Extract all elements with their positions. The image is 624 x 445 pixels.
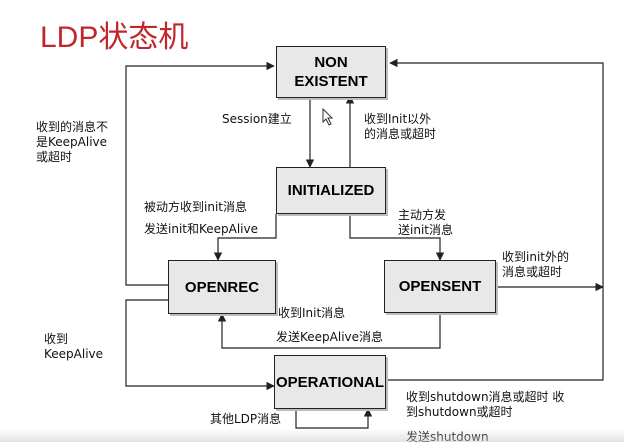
label-session-setup: Session建立 bbox=[222, 112, 292, 126]
label-other-ldp: 其他LDP消息 bbox=[210, 412, 282, 426]
state-initialized: INITIALIZED bbox=[276, 167, 386, 214]
state-operational: OPERATIONAL bbox=[274, 355, 386, 409]
label-recv-non-keepalive: 收到的消息不 是KeepAlive 或超时 bbox=[36, 120, 108, 165]
edge-init-to-opensent bbox=[349, 214, 445, 261]
label-recv-keepalive: 收到 KeepAlive bbox=[44, 332, 103, 362]
edge-openrec-to-nonexistent bbox=[125, 61, 275, 286]
label-shutdown-line2: 到shutdown或超时 bbox=[406, 405, 513, 419]
state-opensent-label: OPENSENT bbox=[398, 278, 482, 295]
state-initialized-label: INITIALIZED bbox=[287, 182, 375, 199]
state-non-existent: NON EXISTENT bbox=[276, 46, 386, 98]
label-recv-non-keepalive-line2: 是KeepAlive bbox=[36, 135, 108, 149]
label-active-send-line2: 送init消息 bbox=[398, 223, 453, 237]
label-shutdown-line1: 收到shutdown消息或超时 收 bbox=[406, 390, 565, 404]
label-send-keepalive: 发送KeepAlive消息 bbox=[276, 330, 384, 344]
edge-opensent-to-openrec bbox=[217, 313, 441, 349]
mouse-pointer-icon bbox=[322, 108, 334, 126]
edge-operational-self bbox=[295, 408, 373, 429]
label-recv-keepalive-line2: KeepAlive bbox=[44, 347, 104, 361]
label-recv-keepalive-line1: 收到 bbox=[44, 332, 69, 346]
label-send-init-keepalive: 发送init和KeepAlive bbox=[144, 222, 258, 236]
state-opensent: OPENSENT bbox=[384, 260, 496, 313]
label-recv-non-keepalive-line1: 收到的消息不 bbox=[36, 120, 109, 134]
state-non-existent-line1: NON bbox=[314, 54, 348, 71]
label-recv-non-init-2-line1: 收到init外的 bbox=[502, 250, 569, 264]
state-openrec: OPENREC bbox=[168, 260, 276, 314]
label-active-send-line1: 主动方发 bbox=[398, 208, 447, 222]
label-shutdown: 收到shutdown消息或超时 收 到shutdown或超时 bbox=[406, 390, 564, 420]
state-openrec-label: OPENREC bbox=[184, 278, 260, 296]
edge-right-loop bbox=[386, 58, 604, 381]
label-recv-non-keepalive-line3: 或超时 bbox=[36, 150, 73, 164]
state-non-existent-line2: EXISTENT bbox=[294, 73, 368, 90]
bottom-shade bbox=[0, 428, 624, 442]
label-recv-non-init-line1: 收到Init以外 bbox=[364, 112, 432, 126]
label-recv-non-init: 收到Init以外 的消息或超时 bbox=[364, 112, 436, 142]
label-recv-non-init-2-line2: 消息或超时 bbox=[502, 265, 563, 279]
label-active-send: 主动方发 送init消息 bbox=[398, 208, 453, 238]
label-recv-init: 收到Init消息 bbox=[278, 306, 346, 320]
diagram-title: LDP状态机 bbox=[40, 21, 189, 54]
edge-openrec-to-operational bbox=[125, 299, 275, 391]
label-passive-recv-init: 被动方收到init消息 bbox=[144, 200, 247, 214]
label-recv-non-init-2: 收到init外的 消息或超时 bbox=[502, 250, 569, 280]
label-recv-non-init-line2: 的消息或超时 bbox=[364, 127, 437, 141]
edge-init-to-openrec bbox=[213, 214, 277, 261]
state-operational-label: OPERATIONAL bbox=[275, 373, 385, 391]
